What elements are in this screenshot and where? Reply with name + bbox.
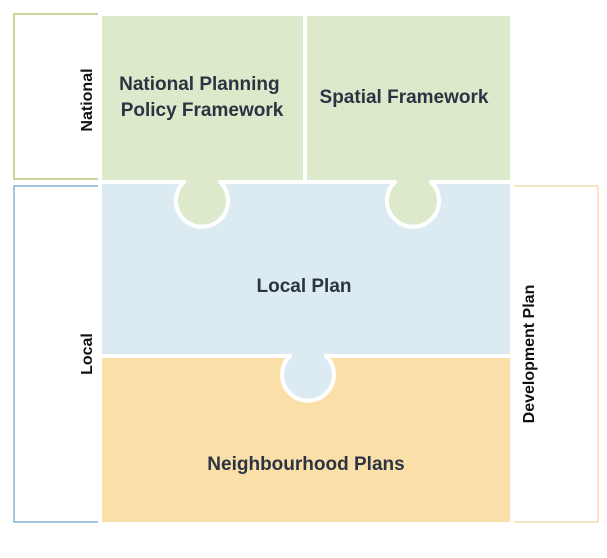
local-plan-label: Local Plan: [256, 276, 351, 297]
development-plan-bracket: [512, 185, 599, 523]
local-bracket: [13, 185, 100, 523]
nppf-label: National Planning Policy Framework: [119, 74, 285, 121]
local-label: Local: [79, 333, 96, 375]
nppf-label-line2: Policy Framework: [121, 100, 284, 121]
national-label: National: [79, 68, 96, 131]
spatial-framework-label: Spatial Framework: [320, 87, 489, 108]
nppf-label-line1: National Planning: [119, 74, 279, 95]
development-plan-label: Development Plan: [521, 285, 538, 424]
neighbourhood-plans-puzzle-piece: [98, 354, 514, 526]
neighbourhood-plans-label: Neighbourhood Plans: [207, 454, 404, 475]
national-bracket: [13, 13, 100, 180]
